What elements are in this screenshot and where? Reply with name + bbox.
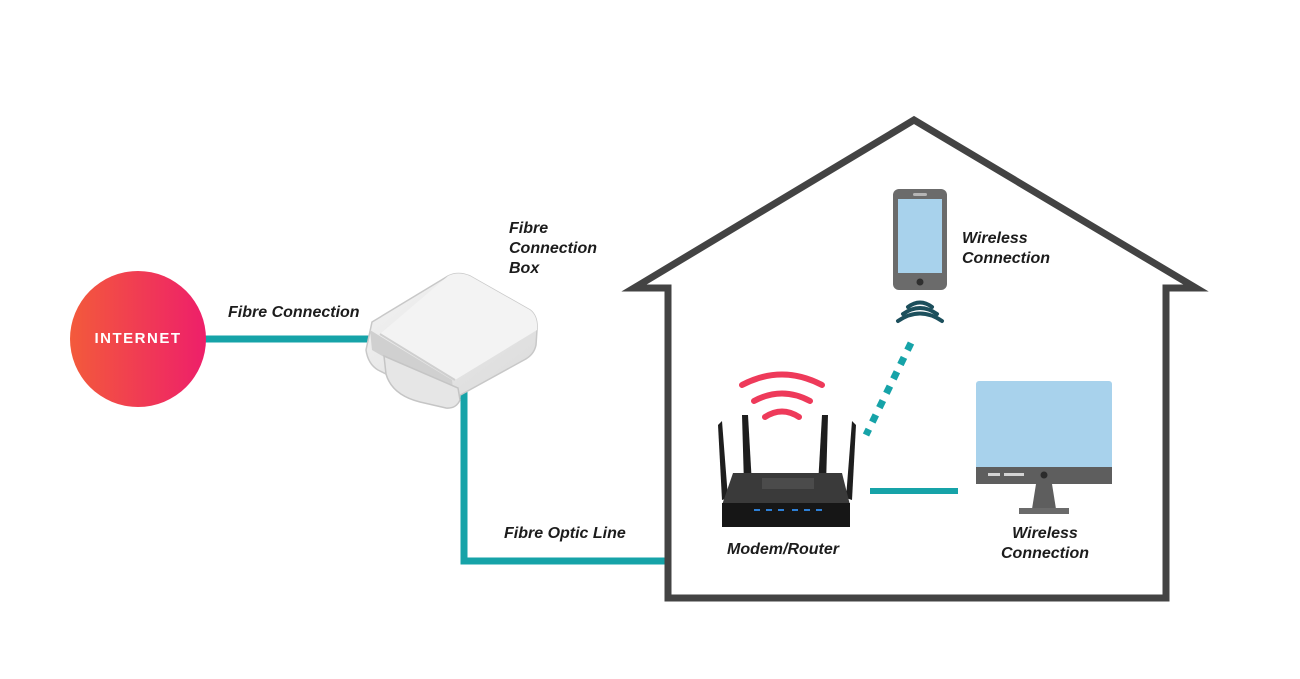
- wireless-dotted-line: [862, 341, 915, 437]
- wireless-connection-monitor-label: Wireless Connection: [1001, 525, 1089, 562]
- fibre-box-label: Fibre Connection Box: [509, 220, 597, 277]
- fibre-optic-line-label: Fibre Optic Line: [504, 525, 626, 542]
- house-outline: [621, 115, 1209, 602]
- modem-router-label: Modem/Router: [727, 541, 839, 558]
- internet-label: INTERNET: [94, 330, 182, 347]
- monitor-icon: [976, 381, 1112, 514]
- router-wifi-signal-icon: [739, 371, 825, 420]
- fibre-optic-line: [460, 392, 668, 565]
- wireless-connection-phone-label: Wireless Connection: [962, 230, 1050, 267]
- fibre-connection-label: Fibre Connection: [228, 304, 360, 321]
- internet-circle: [70, 271, 206, 407]
- phone-wifi-icon: [896, 300, 944, 323]
- phone-icon: [893, 189, 947, 290]
- router-icon: [718, 415, 856, 527]
- fibre-box-icon: [365, 272, 538, 409]
